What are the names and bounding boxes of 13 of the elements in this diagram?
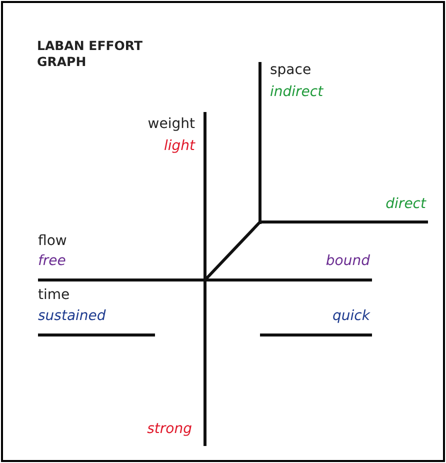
pole-label: strong	[147, 421, 192, 437]
pole-label: direct	[386, 196, 426, 212]
effort-label: space	[270, 62, 312, 78]
pole-label: sustained	[38, 308, 106, 324]
pole-label: indirect	[270, 84, 324, 100]
graph-title: LABAN EFFORT GRAPH	[37, 38, 144, 70]
effort-label: time	[38, 287, 70, 303]
effort-label: flow	[38, 233, 67, 249]
pole-label: free	[38, 253, 66, 269]
pole-label: quick	[332, 308, 370, 324]
pole-label: light	[164, 138, 195, 154]
pole-label: bound	[326, 253, 370, 269]
effort-label: weight	[148, 116, 195, 132]
